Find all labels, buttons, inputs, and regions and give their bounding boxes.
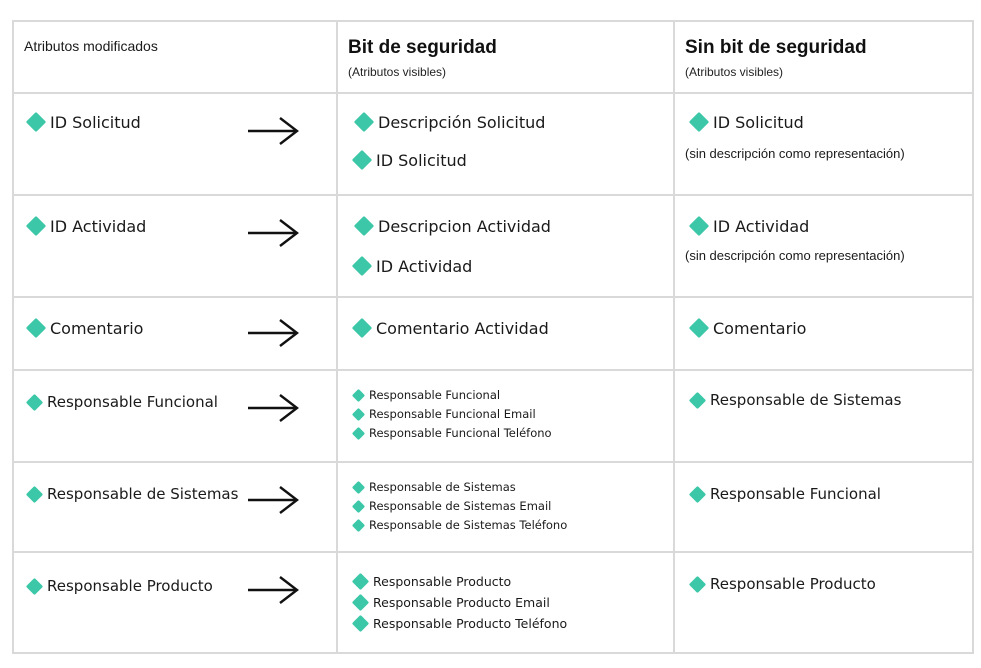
visible-attribute: Comentario Actividad <box>352 318 549 338</box>
representation-note: (sin descripción como representación) <box>685 146 905 161</box>
visible-attribute: Descripción Solicitud <box>354 112 545 132</box>
without-bit-cell: ID Solicitud (sin descripción como repre… <box>673 92 974 196</box>
header-without-bit-subtitle: (Atributos visibles) <box>685 65 784 79</box>
attribute-diamond-icon <box>352 519 365 532</box>
table-row: Responsable Producto Responsable Product… <box>12 551 974 654</box>
with-bit-cell: Responsable Producto Responsable Product… <box>336 551 675 654</box>
attribute-diamond-icon <box>26 318 46 338</box>
attribute-diamond-icon <box>352 389 365 402</box>
header-without-bit-title: Sin bit de seguridad <box>685 37 867 58</box>
visible-attribute: Responsable de Sistemas Email <box>352 499 551 513</box>
attribute-diamond-icon <box>352 408 365 421</box>
attribute-diamond-icon <box>26 112 46 132</box>
attribute-diamond-icon <box>354 112 374 132</box>
right-arrow-icon <box>248 394 299 422</box>
modified-attribute-cell: Responsable de Sistemas <box>12 461 338 553</box>
attribute-diamond-icon <box>352 594 369 611</box>
attribute-diamond-icon <box>689 576 706 593</box>
modified-attribute-cell: ID Solicitud <box>12 92 338 196</box>
visible-attribute: Responsable de Sistemas Teléfono <box>352 518 567 532</box>
without-bit-cell: Responsable de Sistemas <box>673 369 974 463</box>
header-row: Atributos modificados Bit de seguridad (… <box>12 20 974 94</box>
attribute-diamond-icon <box>352 481 365 494</box>
table-row: Responsable Funcional Responsable Funcio… <box>12 369 974 463</box>
visible-attribute: Responsable Producto <box>352 573 511 590</box>
right-arrow-icon <box>248 576 299 604</box>
visible-attribute: Responsable Producto Email <box>352 594 550 611</box>
attribute-diamond-icon <box>352 318 372 338</box>
header-modified-attributes: Atributos modificados <box>24 38 158 54</box>
visible-attribute: ID Solicitud <box>689 112 804 132</box>
representation-note: (sin descripción como representación) <box>685 248 905 263</box>
visible-attribute: ID Actividad <box>352 256 472 276</box>
attribute-diamond-icon <box>26 216 46 236</box>
attribute-diamond-icon <box>26 486 43 503</box>
visible-attribute: Responsable de Sistemas <box>689 391 901 409</box>
table-row: Responsable de Sistemas Responsable de S… <box>12 461 974 553</box>
right-arrow-icon <box>248 319 299 347</box>
attribute-diamond-icon <box>352 256 372 276</box>
table-row: ID Actividad Descripcion Actividad ID Ac… <box>12 194 974 298</box>
attribute-diamond-icon <box>689 318 709 338</box>
attribute-diamond-icon <box>352 150 372 170</box>
visible-attribute: Responsable Funcional Email <box>352 407 536 421</box>
visible-attribute: Responsable Funcional <box>352 388 500 402</box>
with-bit-cell: Descripción Solicitud ID Solicitud <box>336 92 675 196</box>
table-row: Comentario Comentario Actividad Comentar… <box>12 296 974 371</box>
attribute-diamond-icon <box>352 500 365 513</box>
with-bit-cell: Responsable Funcional Responsable Funcio… <box>336 369 675 463</box>
modified-attribute-cell: Comentario <box>12 296 338 371</box>
modified-attribute: Responsable Producto <box>26 577 213 595</box>
modified-attribute-cell: Responsable Funcional <box>12 369 338 463</box>
attribute-diamond-icon <box>354 216 374 236</box>
modified-attribute-cell: ID Actividad <box>12 194 338 298</box>
header-cell-without-bit: Sin bit de seguridad (Atributos visibles… <box>673 20 974 94</box>
visible-attribute: Descripcion Actividad <box>354 216 551 236</box>
attribute-diamond-icon <box>689 486 706 503</box>
header-with-bit-title: Bit de seguridad <box>348 37 497 58</box>
with-bit-cell: Descripcion Actividad ID Actividad <box>336 194 675 298</box>
without-bit-cell: ID Actividad (sin descripción como repre… <box>673 194 974 298</box>
visible-attribute: Comentario <box>689 318 806 338</box>
attribute-diamond-icon <box>352 615 369 632</box>
without-bit-cell: Responsable Producto <box>673 551 974 654</box>
visible-attribute: Responsable de Sistemas <box>352 480 516 494</box>
attribute-diamond-icon <box>352 427 365 440</box>
modified-attribute: ID Solicitud <box>26 112 141 132</box>
modified-attribute: Responsable de Sistemas <box>26 485 238 503</box>
attribute-diamond-icon <box>689 112 709 132</box>
attribute-diamond-icon <box>26 394 43 411</box>
modified-attribute: ID Actividad <box>26 216 146 236</box>
right-arrow-icon <box>248 219 299 247</box>
visible-attribute: Responsable Funcional <box>689 485 881 503</box>
visible-attribute: Responsable Producto <box>689 575 876 593</box>
attribute-diamond-icon <box>689 216 709 236</box>
header-with-bit-subtitle: (Atributos visibles) <box>348 65 447 79</box>
right-arrow-icon <box>248 117 299 145</box>
visible-attribute: ID Solicitud <box>352 150 467 170</box>
modified-attribute: Comentario <box>26 318 143 338</box>
attribute-diamond-icon <box>26 578 43 595</box>
attribute-diamond-icon <box>689 392 706 409</box>
modified-attribute: Responsable Funcional <box>26 393 218 411</box>
attributes-table: Atributos modificados Bit de seguridad (… <box>12 20 974 654</box>
attribute-diamond-icon <box>352 573 369 590</box>
header-cell-with-bit: Bit de seguridad (Atributos visibles) <box>336 20 675 94</box>
without-bit-cell: Comentario <box>673 296 974 371</box>
with-bit-cell: Responsable de Sistemas Responsable de S… <box>336 461 675 553</box>
visible-attribute: Responsable Funcional Teléfono <box>352 426 552 440</box>
without-bit-cell: Responsable Funcional <box>673 461 974 553</box>
visible-attribute: Responsable Producto Teléfono <box>352 615 567 632</box>
right-arrow-icon <box>248 486 299 514</box>
table-row: ID Solicitud Descripción Solicitud ID So… <box>12 92 974 196</box>
visible-attribute: ID Actividad <box>689 216 809 236</box>
modified-attribute-cell: Responsable Producto <box>12 551 338 654</box>
with-bit-cell: Comentario Actividad <box>336 296 675 371</box>
header-cell-modified: Atributos modificados <box>12 20 338 94</box>
